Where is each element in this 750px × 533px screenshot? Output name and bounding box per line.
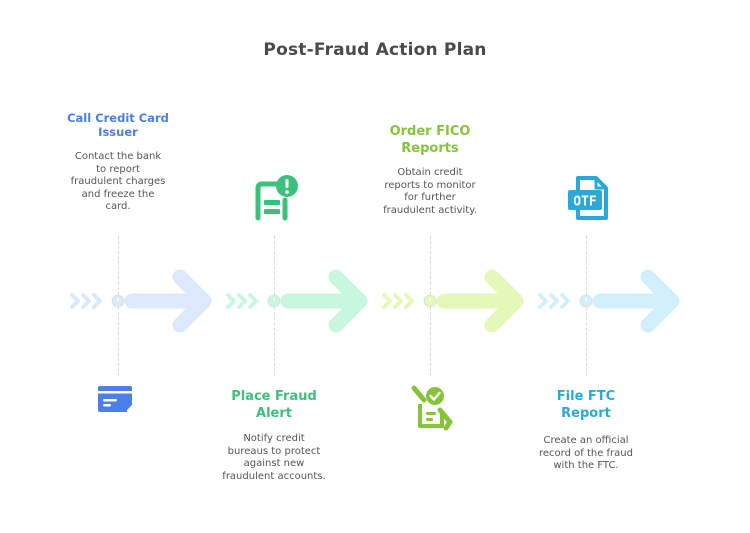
approved-report-icon [410, 384, 454, 436]
desc-line: reports to monitor [384, 179, 476, 191]
step-2-title: Place Fraud Alert [204, 388, 344, 422]
desc-line: fraudulent charges [70, 176, 166, 187]
chevron-icon [70, 293, 80, 309]
step-4-title-line: Report [561, 406, 611, 421]
step-4-title-line: File FTC [556, 389, 616, 404]
desc-line: with the FTC. [553, 460, 619, 471]
desc-line: Create an official [543, 435, 629, 446]
chevron-icon [538, 293, 548, 309]
chevron-icon [81, 293, 91, 309]
desc-line: bureaus to protect [227, 445, 321, 457]
chevron-icon [404, 293, 414, 309]
step-3-description: Obtain credit reports to monitor for fur… [352, 167, 508, 217]
chevron-icon [382, 293, 392, 309]
step-2-title-line: Place Fraud [231, 389, 317, 404]
desc-line: for further [404, 192, 456, 203]
chevron-icon [560, 293, 570, 309]
desc-line: fraudulent activity. [383, 204, 477, 216]
chevron-icon [226, 293, 236, 309]
desc-line: and freeze the [81, 188, 155, 200]
chevron-icon [549, 293, 559, 309]
desc-line: Obtain credit [397, 167, 463, 178]
chevron-icon [248, 293, 258, 309]
step-1-title-line: Issuer [98, 125, 138, 139]
step-arrow [280, 269, 368, 333]
step-3-title: Order FICO Reports [360, 123, 500, 157]
credit-card-icon [96, 384, 136, 420]
chevron-icon [393, 293, 403, 309]
desc-line: Contact the bank [74, 151, 162, 162]
step-3-title-line: Reports [401, 141, 459, 156]
chevron-icon [237, 293, 247, 309]
desc-line: to report [96, 163, 140, 175]
step-arrow [592, 269, 680, 333]
desc-line: record of the fraud [539, 447, 633, 459]
svg-text:OTF: OTF [573, 195, 597, 210]
step-4-description: Create an official record of the fraud w… [508, 435, 664, 473]
step-3-title-line: Order FICO [389, 124, 471, 139]
alert-document-icon [252, 174, 300, 226]
desc-line: against new [243, 458, 305, 469]
step-1-title-line: Call Credit Card [67, 111, 169, 125]
step-2-description: Notify credit bureaus to protect against… [196, 433, 352, 483]
chevron-icon [92, 293, 102, 309]
diagram-title: Post-Fraud Action Plan [263, 40, 487, 60]
desc-line: fraudulent accounts. [222, 470, 326, 482]
step-arrow [436, 269, 524, 333]
desc-line: card. [105, 201, 131, 212]
otf-file-icon: OTF [566, 174, 610, 226]
step-1-description: Contact the bank to report fraudulent ch… [48, 151, 188, 214]
step-4-title: File FTC Report [516, 388, 656, 422]
desc-line: Notify credit [243, 433, 305, 444]
step-2-title-line: Alert [256, 406, 292, 421]
step-1-title: Call Credit Card Issuer [48, 111, 188, 139]
step-arrow [124, 269, 212, 333]
